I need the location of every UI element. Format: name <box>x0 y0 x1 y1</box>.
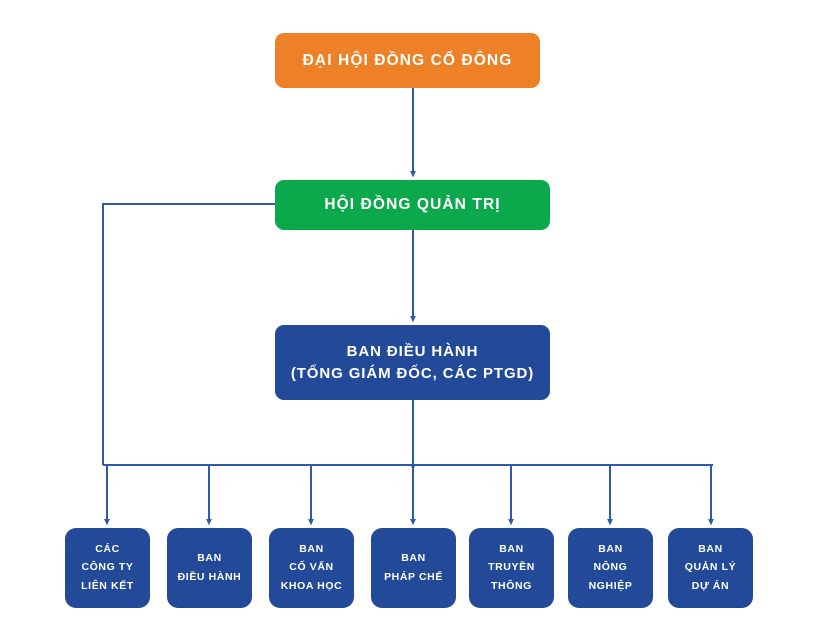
node-dept-6-line-1: BAN <box>598 542 623 555</box>
node-dept-5-line-1: BAN <box>499 542 524 555</box>
node-dept-2-line-1: BAN <box>197 551 222 564</box>
node-dept-7-line-1: BAN <box>698 542 723 555</box>
node-dept-communications[interactable]: BAN TRUYỀN THÔNG <box>469 528 554 608</box>
node-dept-5-line-3: THÔNG <box>491 579 532 592</box>
node-dept-legal[interactable]: BAN PHÁP CHẾ <box>371 528 456 608</box>
node-dept-5-line-2: TRUYỀN <box>488 561 535 574</box>
node-board-of-management[interactable]: HỘI ĐỒNG QUẢN TRỊ <box>275 180 550 230</box>
node-executive-board[interactable]: BAN ĐIỀU HÀNH (TỔNG GIÁM ĐỐC, CÁC PTGD) <box>275 325 550 400</box>
node-dept-1-line-1: CÁC <box>95 542 120 555</box>
edge-board-left-elbow <box>102 203 275 465</box>
node-assembly[interactable]: ĐẠI HỘI ĐỒNG CỔ ĐÔNG <box>275 33 540 88</box>
node-executive-label-line2: (TỔNG GIÁM ĐỐC, CÁC PTGD) <box>290 364 535 382</box>
node-dept-7-line-3: DỰ ÁN <box>691 579 730 592</box>
node-dept-4-line-2: PHÁP CHẾ <box>384 570 443 583</box>
node-dept-3-line-2: CỐ VẤN <box>289 561 334 574</box>
node-dept-1-line-3: LIÊN KẾT <box>81 579 134 592</box>
node-dept-3-line-1: BAN <box>299 542 324 555</box>
node-executive-label-line1: BAN ĐIỀU HÀNH <box>346 343 479 361</box>
node-dept-affiliated-companies[interactable]: CÁC CÔNG TY LIÊN KẾT <box>65 528 150 608</box>
node-dept-scientific-advisory[interactable]: BAN CỐ VẤN KHOA HỌC <box>269 528 354 608</box>
node-board-label: HỘI ĐỒNG QUẢN TRỊ <box>324 196 501 214</box>
node-dept-6-line-3: NGHIỆP <box>588 579 633 592</box>
node-dept-operations[interactable]: BAN ĐIỀU HÀNH <box>167 528 252 608</box>
node-assembly-label: ĐẠI HỘI ĐỒNG CỔ ĐÔNG <box>302 51 513 69</box>
node-dept-7-line-2: QUẢN LÝ <box>684 561 737 574</box>
node-dept-agriculture[interactable]: BAN NÔNG NGHIỆP <box>568 528 653 608</box>
node-dept-1-line-2: CÔNG TY <box>81 561 134 574</box>
node-dept-project-management[interactable]: BAN QUẢN LÝ DỰ ÁN <box>668 528 753 608</box>
node-dept-2-line-2: ĐIỀU HÀNH <box>177 570 242 583</box>
node-dept-3-line-3: KHOA HỌC <box>280 579 343 592</box>
node-dept-6-line-2: NÔNG <box>593 561 628 574</box>
node-dept-4-line-1: BAN <box>401 551 426 564</box>
